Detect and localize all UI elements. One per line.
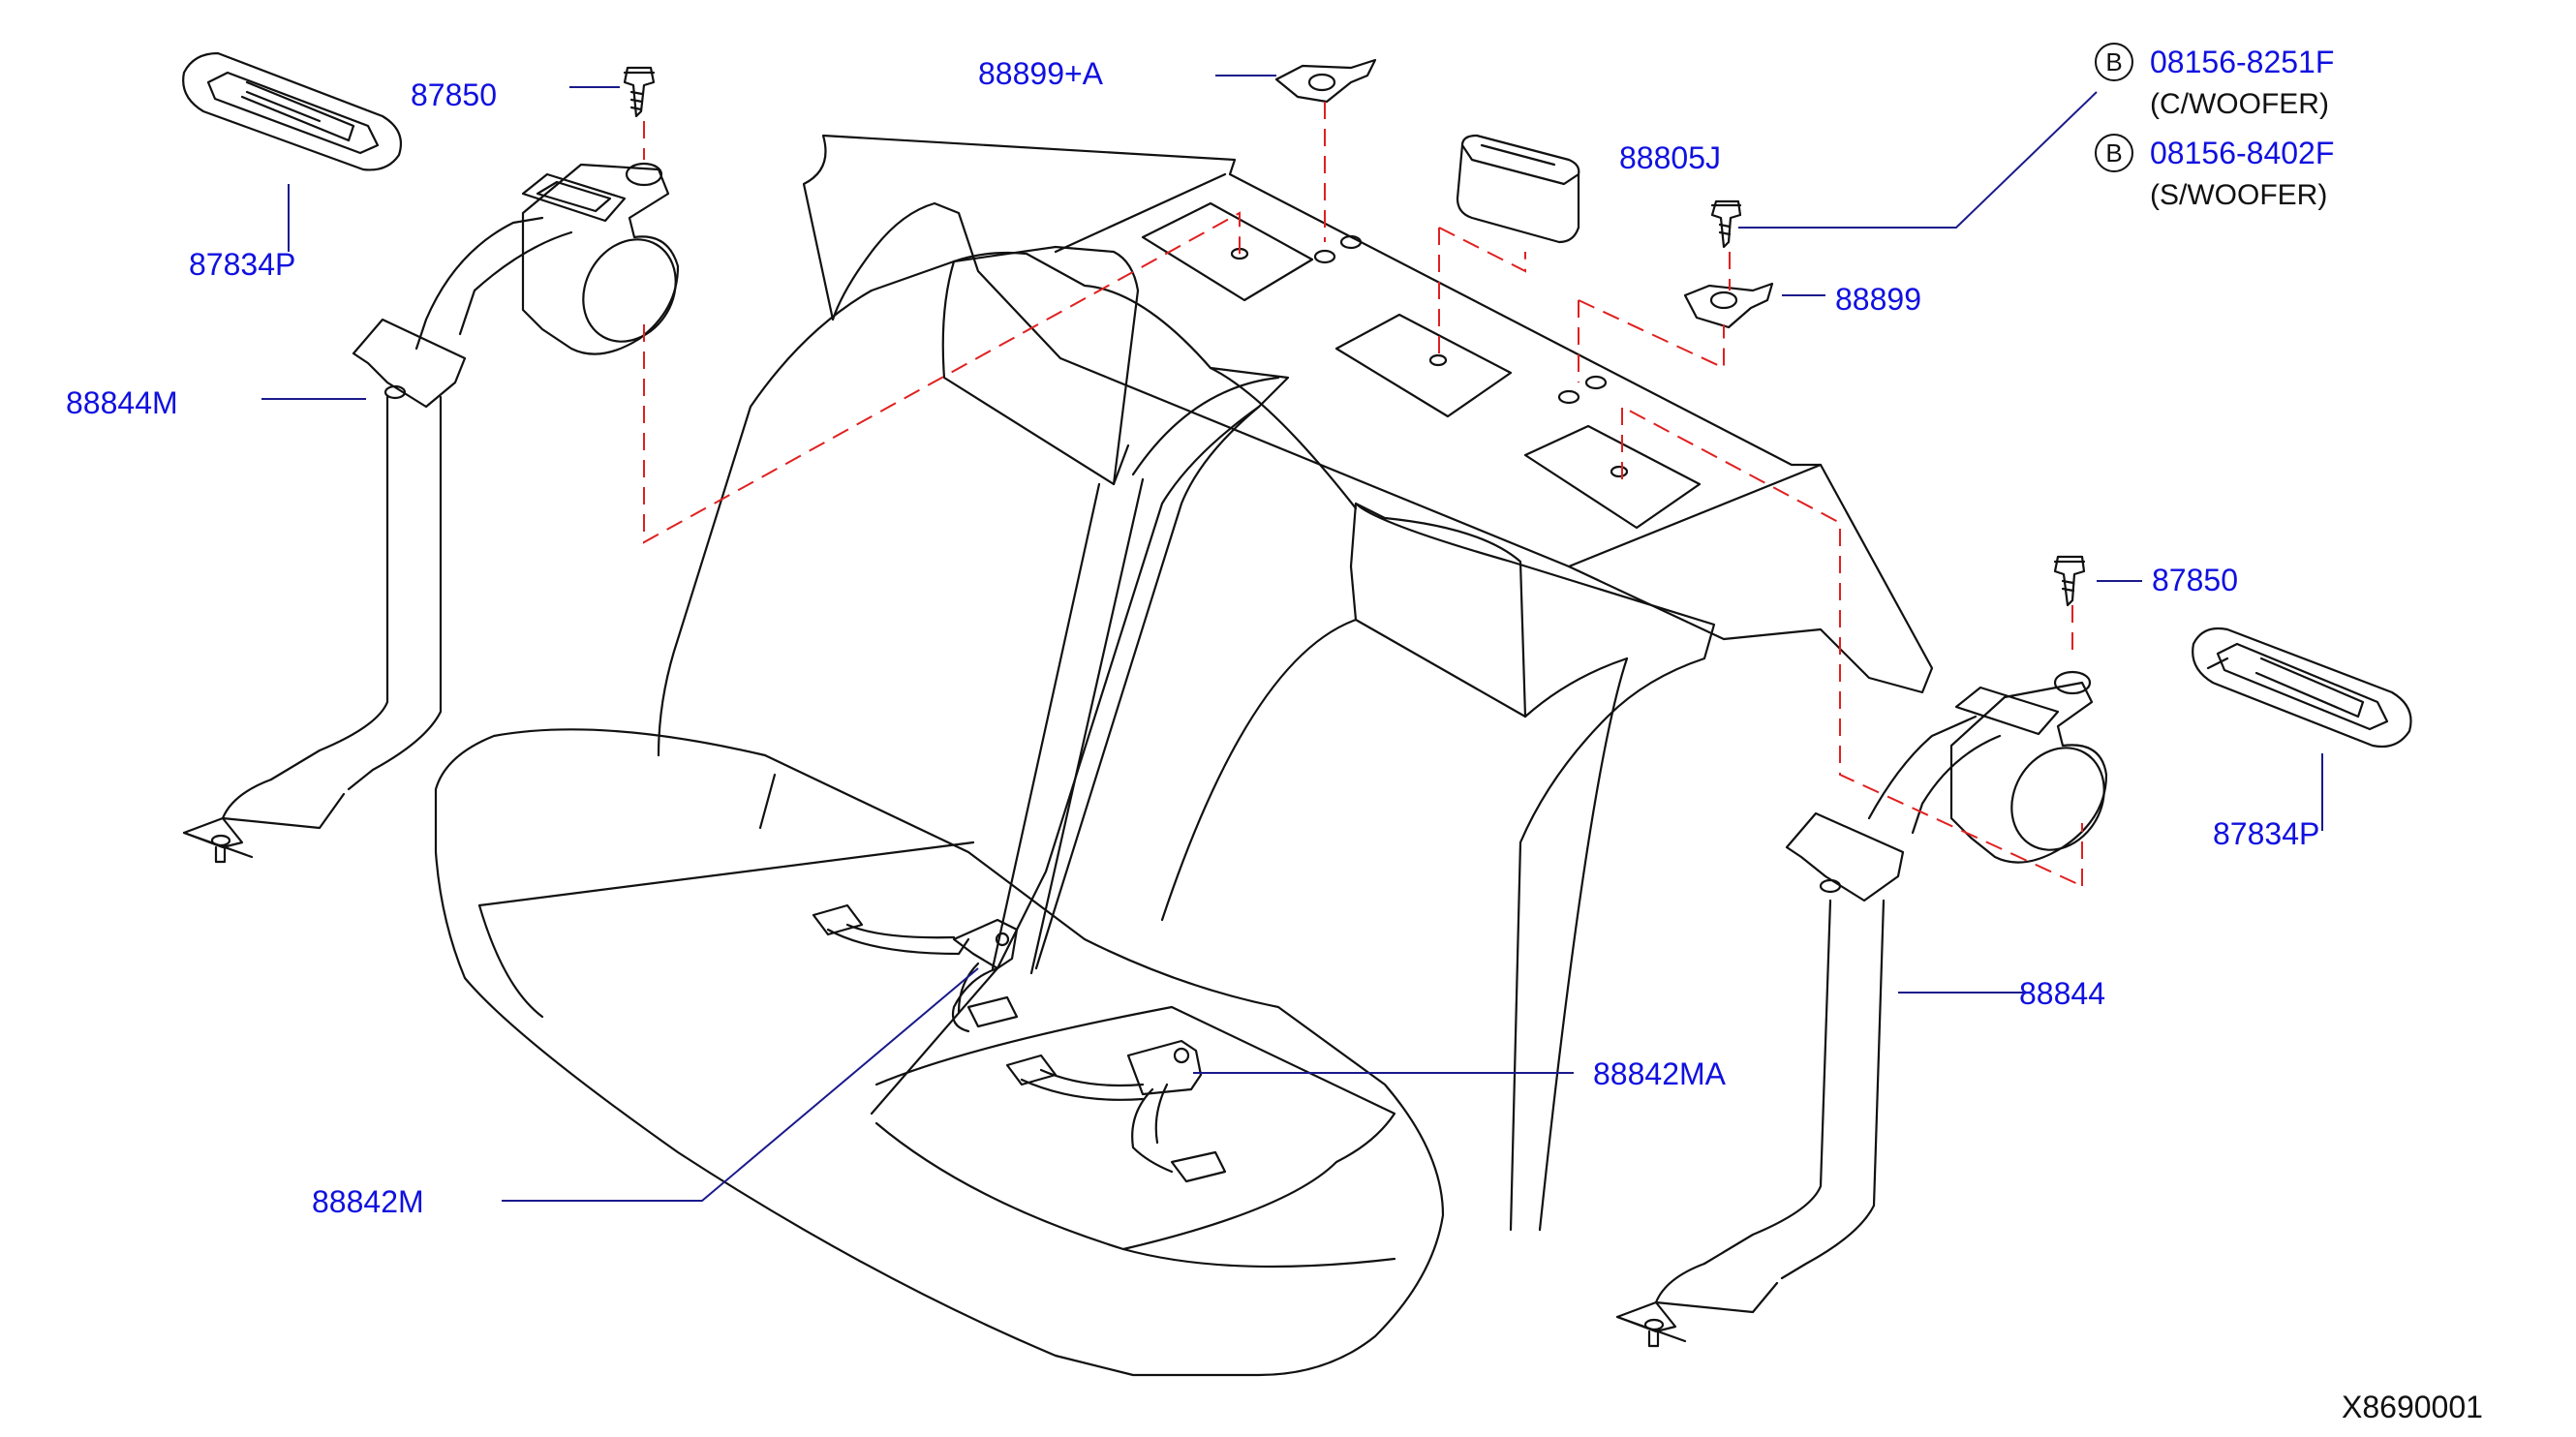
label-88899[interactable]: 88899 [1835, 282, 1921, 317]
ref-badge-1: B [2095, 43, 2133, 81]
figure-id: X8690001 [2342, 1390, 2483, 1424]
label-88842m[interactable]: 88842M [312, 1184, 424, 1219]
dashed-guides [643, 102, 2083, 887]
ref-badge-2: B [2095, 134, 2133, 172]
clip-88899-a [1274, 58, 1377, 104]
leader-lines [261, 75, 2323, 1202]
label-88842ma[interactable]: 88842MA [1593, 1056, 1726, 1091]
rear-parcel-shelf [802, 134, 1934, 694]
label-87850-left[interactable]: 87850 [411, 77, 497, 112]
ref-2-desc: (S/WOOFER) [2150, 179, 2328, 211]
clip-88899 [1683, 199, 1774, 329]
label-87834p-left[interactable]: 87834P [189, 247, 296, 282]
label-87850-right[interactable]: 87850 [2152, 563, 2238, 597]
seat-back [657, 245, 1716, 1232]
seat-cushion [434, 728, 1445, 1377]
label-88899-a[interactable]: 88899+A [978, 56, 1104, 91]
left-retractor [182, 51, 680, 864]
left-buckle [812, 903, 1019, 1033]
right-retractor [1615, 555, 2412, 1348]
label-88844[interactable]: 88844 [2019, 976, 2105, 1011]
ref-1-desc: (C/WOOFER) [2150, 88, 2329, 120]
guide-87834p-right [2206, 657, 2229, 670]
label-88805j[interactable]: 88805J [1619, 140, 1721, 175]
label-ref-2-code[interactable]: 08156-8402F [2150, 136, 2335, 170]
label-88844m[interactable]: 88844M [66, 385, 178, 420]
label-87834p-right[interactable]: 87834P [2213, 816, 2320, 851]
speaker-grille [1456, 134, 1580, 244]
label-ref-1-code[interactable]: 08156-8251F [2150, 45, 2335, 79]
center-buckle [1005, 1039, 1227, 1183]
